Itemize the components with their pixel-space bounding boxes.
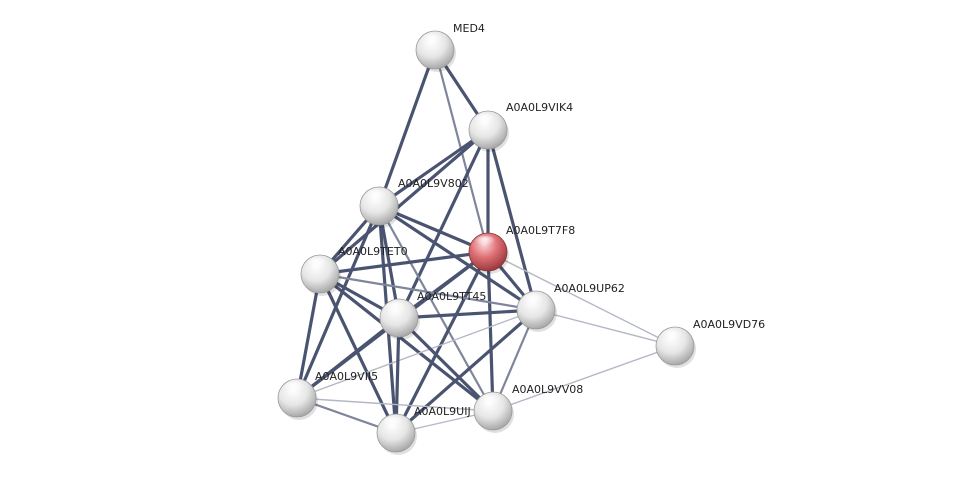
edge-a0a0l9up62-a0a0l9uij[interactable] <box>394 308 538 435</box>
edge-a0a0l9tt45-a0a0l9vii5[interactable] <box>295 316 401 400</box>
node-highlight <box>474 236 498 250</box>
edge-a0a0l9v802-a0a0l9t7f8[interactable] <box>377 204 490 254</box>
edge-a0a0l9up62-a0a0l9vd76[interactable] <box>535 309 676 347</box>
node-highlight <box>661 330 685 344</box>
edge-a0a0l9vik4-a0a0l9up62[interactable] <box>486 128 538 312</box>
edge-a0a0l9tet0-a0a0l9up62[interactable] <box>318 272 538 312</box>
node-label-a0a0l9uij: A0A0L9UIJ <box>414 405 471 418</box>
node-highlight <box>283 382 307 396</box>
node-a0a0l9vii5[interactable] <box>277 378 318 420</box>
edge-a0a0l9vik4-a0a0l9tt45[interactable] <box>397 128 490 320</box>
node-label-a0a0l9vd76: A0A0L9VD76 <box>693 318 765 331</box>
edge-a0a0l9tt45-a0a0l9vv08[interactable] <box>397 316 495 413</box>
node-label-a0a0l9vii5: A0A0L9VII5 <box>315 370 378 383</box>
node-label-a0a0l9v802: A0A0L9V802 <box>398 177 469 190</box>
node-highlight <box>365 190 389 204</box>
node-label-med4: MED4 <box>453 22 485 35</box>
edge-a0a0l9vv08-a0a0l9vd76[interactable] <box>492 345 676 412</box>
edge-a0a0l9up62-a0a0l9vii5[interactable] <box>296 309 537 399</box>
node-a0a0l9tet0[interactable] <box>300 254 341 296</box>
node-med4[interactable] <box>415 30 456 72</box>
edge-a0a0l9v802-a0a0l9vv08[interactable] <box>377 204 495 413</box>
node-highlight <box>385 302 409 316</box>
node-highlight <box>382 417 406 431</box>
node-highlight <box>421 34 445 48</box>
node-highlight <box>474 114 498 128</box>
node-label-a0a0l9t7f8: A0A0L9T7F8 <box>506 224 575 237</box>
edge-a0a0l9t7f8-a0a0l9tet0[interactable] <box>318 250 490 276</box>
edge-a0a0l9v802-a0a0l9up62[interactable] <box>377 204 538 312</box>
node-label-a0a0l9tt45: A0A0L9TT45 <box>417 290 486 303</box>
node-a0a0l9uij[interactable] <box>376 413 417 455</box>
node-a0a0l9vd76[interactable] <box>655 326 696 368</box>
node-a0a0l9up62[interactable] <box>516 290 557 332</box>
node-label-a0a0l9vik4: A0A0L9VIK4 <box>506 101 573 114</box>
node-a0a0l9t7f8[interactable] <box>468 232 509 274</box>
edge-a0a0l9vik4-a0a0l9tet0[interactable] <box>318 128 490 276</box>
node-a0a0l9v802[interactable] <box>359 186 400 228</box>
node-layer <box>277 30 696 455</box>
node-highlight <box>479 395 503 409</box>
edge-a0a0l9vik4-a0a0l9v802[interactable] <box>377 128 490 208</box>
edge-med4-a0a0l9v802[interactable] <box>377 48 437 208</box>
node-label-a0a0l9up62: A0A0L9UP62 <box>554 282 625 295</box>
edge-a0a0l9tet0-a0a0l9uij[interactable] <box>318 272 398 435</box>
edge-a0a0l9t7f8-a0a0l9vd76[interactable] <box>487 251 676 347</box>
edge-a0a0l9t7f8-a0a0l9vv08[interactable] <box>486 250 495 413</box>
label-layer: MED4A0A0L9VIK4A0A0L9V802A0A0L9T7F8A0A0L9… <box>315 22 765 418</box>
edge-a0a0l9up62-a0a0l9tt45[interactable] <box>397 308 538 320</box>
node-label-a0a0l9vv08: A0A0L9VV08 <box>512 383 583 396</box>
node-highlight <box>522 294 546 308</box>
node-label-a0a0l9tet0: A0A0L9TET0 <box>338 245 408 258</box>
edge-a0a0l9v802-a0a0l9vii5[interactable] <box>295 204 381 400</box>
edge-a0a0l9t7f8-a0a0l9uij[interactable] <box>394 250 490 435</box>
edge-a0a0l9tet0-a0a0l9vii5[interactable] <box>295 272 322 400</box>
node-highlight <box>306 258 330 272</box>
edge-a0a0l9tet0-a0a0l9vv08[interactable] <box>318 272 495 413</box>
node-a0a0l9vik4[interactable] <box>468 110 509 152</box>
node-a0a0l9vv08[interactable] <box>473 391 514 433</box>
node-a0a0l9tt45[interactable] <box>379 298 420 340</box>
edge-a0a0l9vii5-a0a0l9vv08[interactable] <box>296 397 494 412</box>
